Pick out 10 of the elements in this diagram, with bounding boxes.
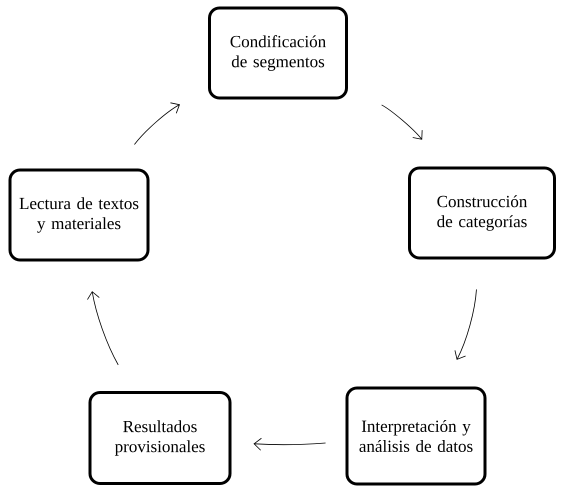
arrow xyxy=(134,102,180,145)
arrow xyxy=(454,289,477,360)
arrow xyxy=(253,438,326,451)
process-box: Construcción de categorías xyxy=(408,166,556,260)
process-box: Condificación de segmentos xyxy=(208,6,348,100)
arrow xyxy=(87,291,119,366)
process-box: Lectura de textos y materiales xyxy=(8,168,150,262)
process-box: Resultados provisionales xyxy=(88,391,232,485)
arrow xyxy=(381,104,423,140)
process-box: Interpretación y análisis de datos xyxy=(346,386,486,486)
